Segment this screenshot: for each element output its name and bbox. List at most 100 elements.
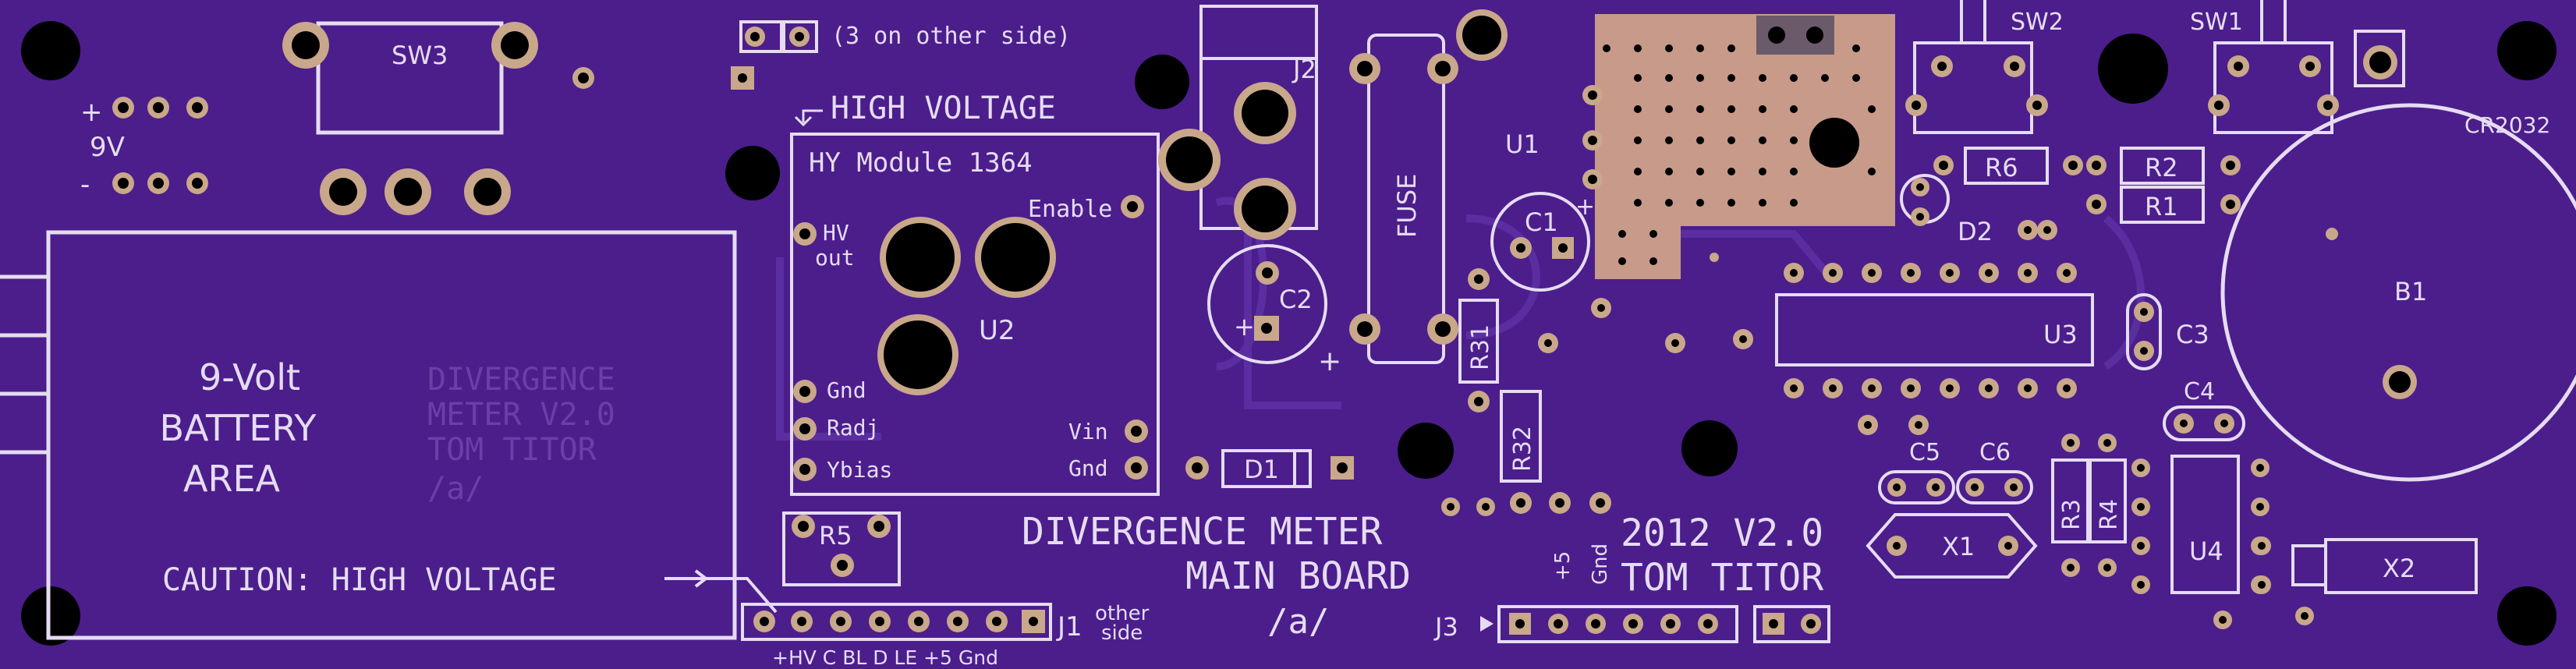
j1-pins — [753, 610, 1045, 633]
battery-area — [0, 230, 737, 640]
r2-outline — [2120, 147, 2205, 185]
sw3-label: SW3 — [392, 41, 448, 70]
j3-gnd-label: Gnd — [1589, 543, 1612, 585]
j1-outline — [741, 603, 1052, 641]
radj-label: Radj — [827, 415, 879, 441]
minus-9v-label: - — [80, 169, 90, 200]
c4-label: C4 — [2184, 378, 2215, 405]
x1-outline — [1866, 513, 2038, 579]
b1-tab-top — [2354, 30, 2405, 87]
d1-label: D1 — [1244, 455, 1279, 484]
sw3-pads — [282, 22, 538, 215]
r31-label: R31 — [1467, 324, 1494, 370]
ybias-label: Ybias — [827, 457, 892, 483]
d1-outline — [1221, 449, 1312, 488]
hv-arrow — [794, 109, 823, 127]
u3-pins — [1784, 220, 2077, 435]
caution-leader — [706, 577, 778, 614]
mounting-hole — [725, 146, 780, 200]
x2-label: X2 — [2383, 554, 2415, 583]
u4-outline — [2170, 455, 2240, 594]
plus-9v-label: + — [80, 97, 103, 128]
battery-line2: BATTERY — [159, 407, 317, 449]
j1-label: J1 — [1056, 611, 1082, 642]
j3-label: J3 — [1433, 612, 1458, 642]
c2-plus: + — [1234, 312, 1255, 342]
mounting-hole — [1135, 55, 1189, 109]
c5-label: C5 — [1909, 439, 1940, 466]
hv-label: HV — [823, 220, 849, 246]
j3-outline — [1497, 605, 1738, 643]
enable-label: Enable — [1028, 196, 1112, 223]
c6-label: C6 — [1979, 439, 2011, 466]
c1-label: C1 — [1525, 207, 1558, 237]
bottom-text-line4: /a/ — [427, 471, 484, 507]
c3-label: C3 — [2176, 320, 2209, 349]
bottom-text-line3: TOM TITOR — [427, 432, 597, 468]
j3-arrow — [1480, 616, 1494, 632]
r5-label: R5 — [819, 521, 852, 550]
r2-label: R2 — [2145, 153, 2178, 182]
u3-outline — [1775, 293, 2094, 366]
board-title-line2: MAIN BOARD — [1185, 554, 1411, 598]
c2-label: C2 — [1279, 285, 1313, 314]
c6-outline — [1956, 470, 2033, 504]
bottom-text-line1: DIVERGENCE — [427, 362, 615, 398]
mounting-hole — [1398, 423, 1454, 479]
u2-label: U2 — [979, 315, 1015, 346]
caution-label: CAUTION: HIGH VOLTAGE — [162, 562, 557, 598]
r5-outline — [782, 511, 901, 586]
r1-label: R1 — [2145, 192, 2178, 221]
u1-vias — [1603, 44, 1876, 265]
sw2-label: SW2 — [2011, 9, 2064, 36]
mounting-holes — [21, 21, 2557, 646]
misc-pads — [1441, 253, 1753, 516]
vin-label: Vin — [1068, 419, 1108, 444]
r6-label: R6 — [1985, 153, 2018, 182]
board-title-line1: DIVERGENCE METER — [1022, 510, 1382, 554]
mounting-hole — [2098, 34, 2168, 104]
r32-outline — [1500, 390, 1542, 483]
hv-module-label: HY Module 1364 — [809, 147, 1033, 179]
bottom-side-text: DIVERGENCE METER V2.0 TOM TITOR /a/ — [427, 362, 615, 507]
r1-outline — [2120, 186, 2205, 224]
hv-module-pads — [793, 195, 1148, 481]
hv-module-outline — [790, 133, 1160, 496]
r6-outline — [1964, 147, 2049, 185]
x1-label: X1 — [1942, 532, 1975, 561]
c1-plus: + — [1575, 193, 1595, 221]
switch-sw2 — [1913, 0, 2033, 134]
other-side-pads — [731, 20, 818, 90]
bottom-text-line2: METER V2.0 — [427, 397, 615, 433]
d2-label: D2 — [1958, 217, 1993, 246]
r3-label: R3 — [2058, 499, 2085, 530]
j1-pin-names: +HV C BL D LE +5 Gnd — [772, 646, 998, 669]
fuse-outline — [1367, 34, 1445, 364]
other-side-note: (3 on other side) — [831, 23, 1071, 50]
j3-plus5-label: +5 — [1551, 551, 1575, 581]
j1-other-label: other — [1095, 602, 1150, 625]
u4-label: U4 — [2189, 536, 2223, 566]
c3-outline — [2126, 293, 2162, 370]
high-voltage-label: HIGH VOLTAGE — [831, 90, 1056, 126]
mounting-hole — [21, 21, 80, 80]
sw1-label: SW1 — [2190, 9, 2243, 36]
author-label: TOM TITOR — [1621, 556, 1823, 600]
battery-line3: AREA — [183, 458, 280, 500]
nine-v-label: 9V — [90, 132, 125, 163]
c2-plus-outer: + — [1318, 345, 1341, 377]
r4-label: R4 — [2096, 499, 2123, 530]
gnd-label: Gnd — [827, 377, 866, 403]
j3-pins — [1548, 614, 1718, 634]
out-label: out — [815, 245, 855, 271]
cr2032-label: CR2032 — [2464, 112, 2550, 138]
u1-label: U1 — [1505, 129, 1540, 159]
switch-sw1 — [2213, 0, 2333, 134]
battery-line1: 9-Volt — [199, 356, 300, 398]
r32-label: R32 — [1509, 426, 1536, 472]
u3-label: U3 — [2043, 320, 2078, 349]
c4-outline — [2163, 405, 2245, 441]
mounting-hole — [21, 586, 80, 646]
c2-outline — [1207, 244, 1327, 364]
